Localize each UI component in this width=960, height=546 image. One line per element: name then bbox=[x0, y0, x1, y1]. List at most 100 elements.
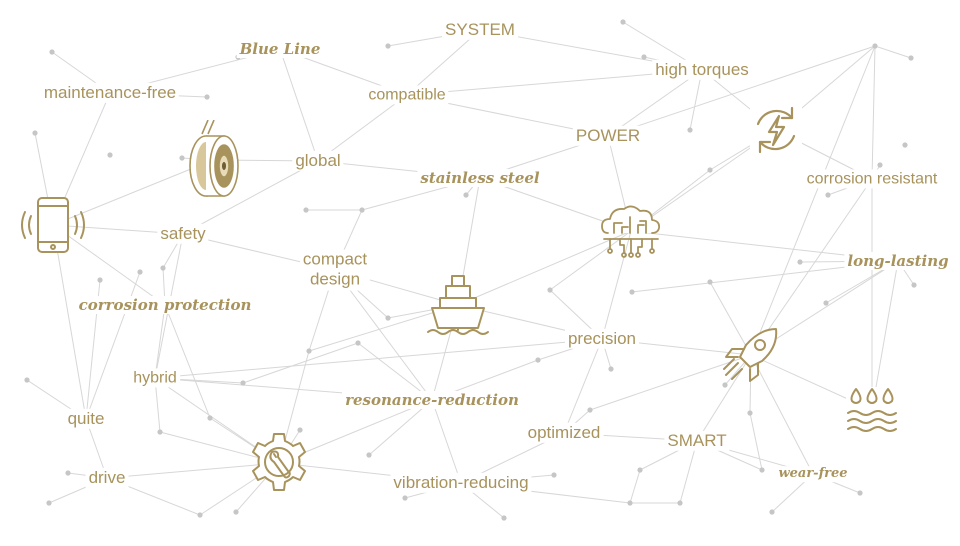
network-dot bbox=[902, 142, 908, 148]
node-drive: drive bbox=[85, 467, 129, 489]
network-dot bbox=[501, 515, 507, 521]
network-dot bbox=[551, 472, 557, 478]
network-line bbox=[431, 399, 462, 484]
network-dot bbox=[207, 415, 213, 421]
network-dot bbox=[49, 49, 55, 55]
network-line bbox=[709, 281, 752, 356]
network-dot bbox=[32, 130, 38, 136]
network-line bbox=[874, 45, 912, 59]
network-dot bbox=[747, 410, 753, 416]
network-dot bbox=[908, 55, 914, 61]
network-dot bbox=[687, 127, 693, 133]
node-power: POWER bbox=[572, 125, 644, 147]
node-wear-free: wear-free bbox=[775, 466, 851, 482]
node-hybrid: hybrid bbox=[130, 368, 180, 388]
network-dot bbox=[872, 43, 878, 49]
network-line bbox=[871, 45, 876, 180]
network-dot bbox=[197, 512, 203, 518]
network-line bbox=[750, 45, 876, 356]
network-dot bbox=[857, 490, 863, 496]
network-line bbox=[154, 304, 166, 379]
network-dot bbox=[759, 467, 765, 473]
network-dot bbox=[137, 269, 143, 275]
network-dot bbox=[620, 19, 626, 25]
network-line bbox=[589, 354, 752, 411]
network-dot bbox=[707, 279, 713, 285]
network-dot bbox=[24, 377, 30, 383]
network-dot bbox=[535, 357, 541, 363]
network-dot bbox=[366, 452, 372, 458]
node-stainless-steel: stainless steel bbox=[417, 169, 543, 187]
node-resonance-reduction: resonance-reduction bbox=[342, 391, 522, 409]
network-line bbox=[750, 178, 873, 356]
network-line bbox=[601, 230, 632, 340]
network-line bbox=[334, 269, 433, 401]
network-line bbox=[563, 338, 603, 434]
network-dot bbox=[627, 500, 633, 506]
network-line bbox=[106, 462, 280, 479]
network-dot bbox=[160, 265, 166, 271]
node-compatible: compatible bbox=[365, 85, 449, 105]
network-line bbox=[406, 29, 481, 96]
network-line bbox=[368, 399, 433, 456]
network-line bbox=[549, 230, 632, 291]
network-dot bbox=[677, 500, 683, 506]
network-line bbox=[750, 354, 814, 475]
node-corrosion-protection: corrosion protection bbox=[75, 296, 255, 314]
node-maintenance-free: maintenance-free bbox=[40, 82, 180, 104]
ship-icon bbox=[427, 275, 489, 335]
node-long-lasting: long-lasting bbox=[844, 252, 952, 270]
network-dot bbox=[825, 192, 831, 198]
network-line bbox=[52, 224, 166, 306]
node-high-torques: high torques bbox=[652, 59, 752, 81]
node-compact-design: compact design bbox=[299, 249, 371, 291]
motor-icon bbox=[189, 120, 239, 197]
network-line bbox=[749, 412, 763, 471]
node-optimized: optimized bbox=[524, 422, 604, 444]
gear-wrench-icon bbox=[252, 433, 306, 491]
node-quite: quite bbox=[64, 408, 108, 430]
node-global: global bbox=[292, 150, 344, 172]
smartphone-icon bbox=[21, 197, 85, 253]
network-dot bbox=[297, 427, 303, 433]
network-dot bbox=[240, 380, 246, 386]
network-dot bbox=[823, 300, 829, 306]
network-line bbox=[629, 469, 641, 504]
network-dot bbox=[107, 152, 113, 158]
network-dot bbox=[204, 94, 210, 100]
network-dot bbox=[65, 470, 71, 476]
network-line bbox=[279, 48, 319, 162]
network-dot bbox=[769, 509, 775, 515]
network-dot bbox=[722, 382, 728, 388]
network-dot bbox=[97, 277, 103, 283]
network-dot bbox=[608, 366, 614, 372]
network-dot bbox=[463, 192, 469, 198]
water-waves-icon bbox=[846, 387, 898, 433]
network-dot bbox=[641, 54, 647, 60]
node-precision: precision bbox=[564, 328, 640, 350]
network-line bbox=[679, 440, 698, 504]
network-dot bbox=[233, 509, 239, 515]
network-line bbox=[182, 160, 319, 235]
network-dot bbox=[46, 500, 52, 506]
network-line bbox=[242, 342, 359, 384]
node-smart: SMART bbox=[664, 430, 730, 452]
network-dot bbox=[797, 259, 803, 265]
network-dot bbox=[355, 340, 361, 346]
network-dot bbox=[385, 43, 391, 49]
network-line bbox=[317, 94, 408, 162]
network-line bbox=[607, 45, 876, 137]
energy-cycle-icon bbox=[750, 104, 802, 156]
cloud-circuit-icon bbox=[601, 205, 661, 258]
network-line bbox=[871, 260, 899, 411]
network-dot bbox=[877, 162, 883, 168]
network-dot bbox=[385, 315, 391, 321]
network-line bbox=[164, 304, 211, 419]
network-line bbox=[85, 271, 141, 420]
network-dot bbox=[306, 348, 312, 354]
network-dot bbox=[402, 495, 408, 501]
network-line bbox=[52, 159, 214, 226]
network-line bbox=[607, 69, 703, 137]
network-dot bbox=[629, 289, 635, 295]
